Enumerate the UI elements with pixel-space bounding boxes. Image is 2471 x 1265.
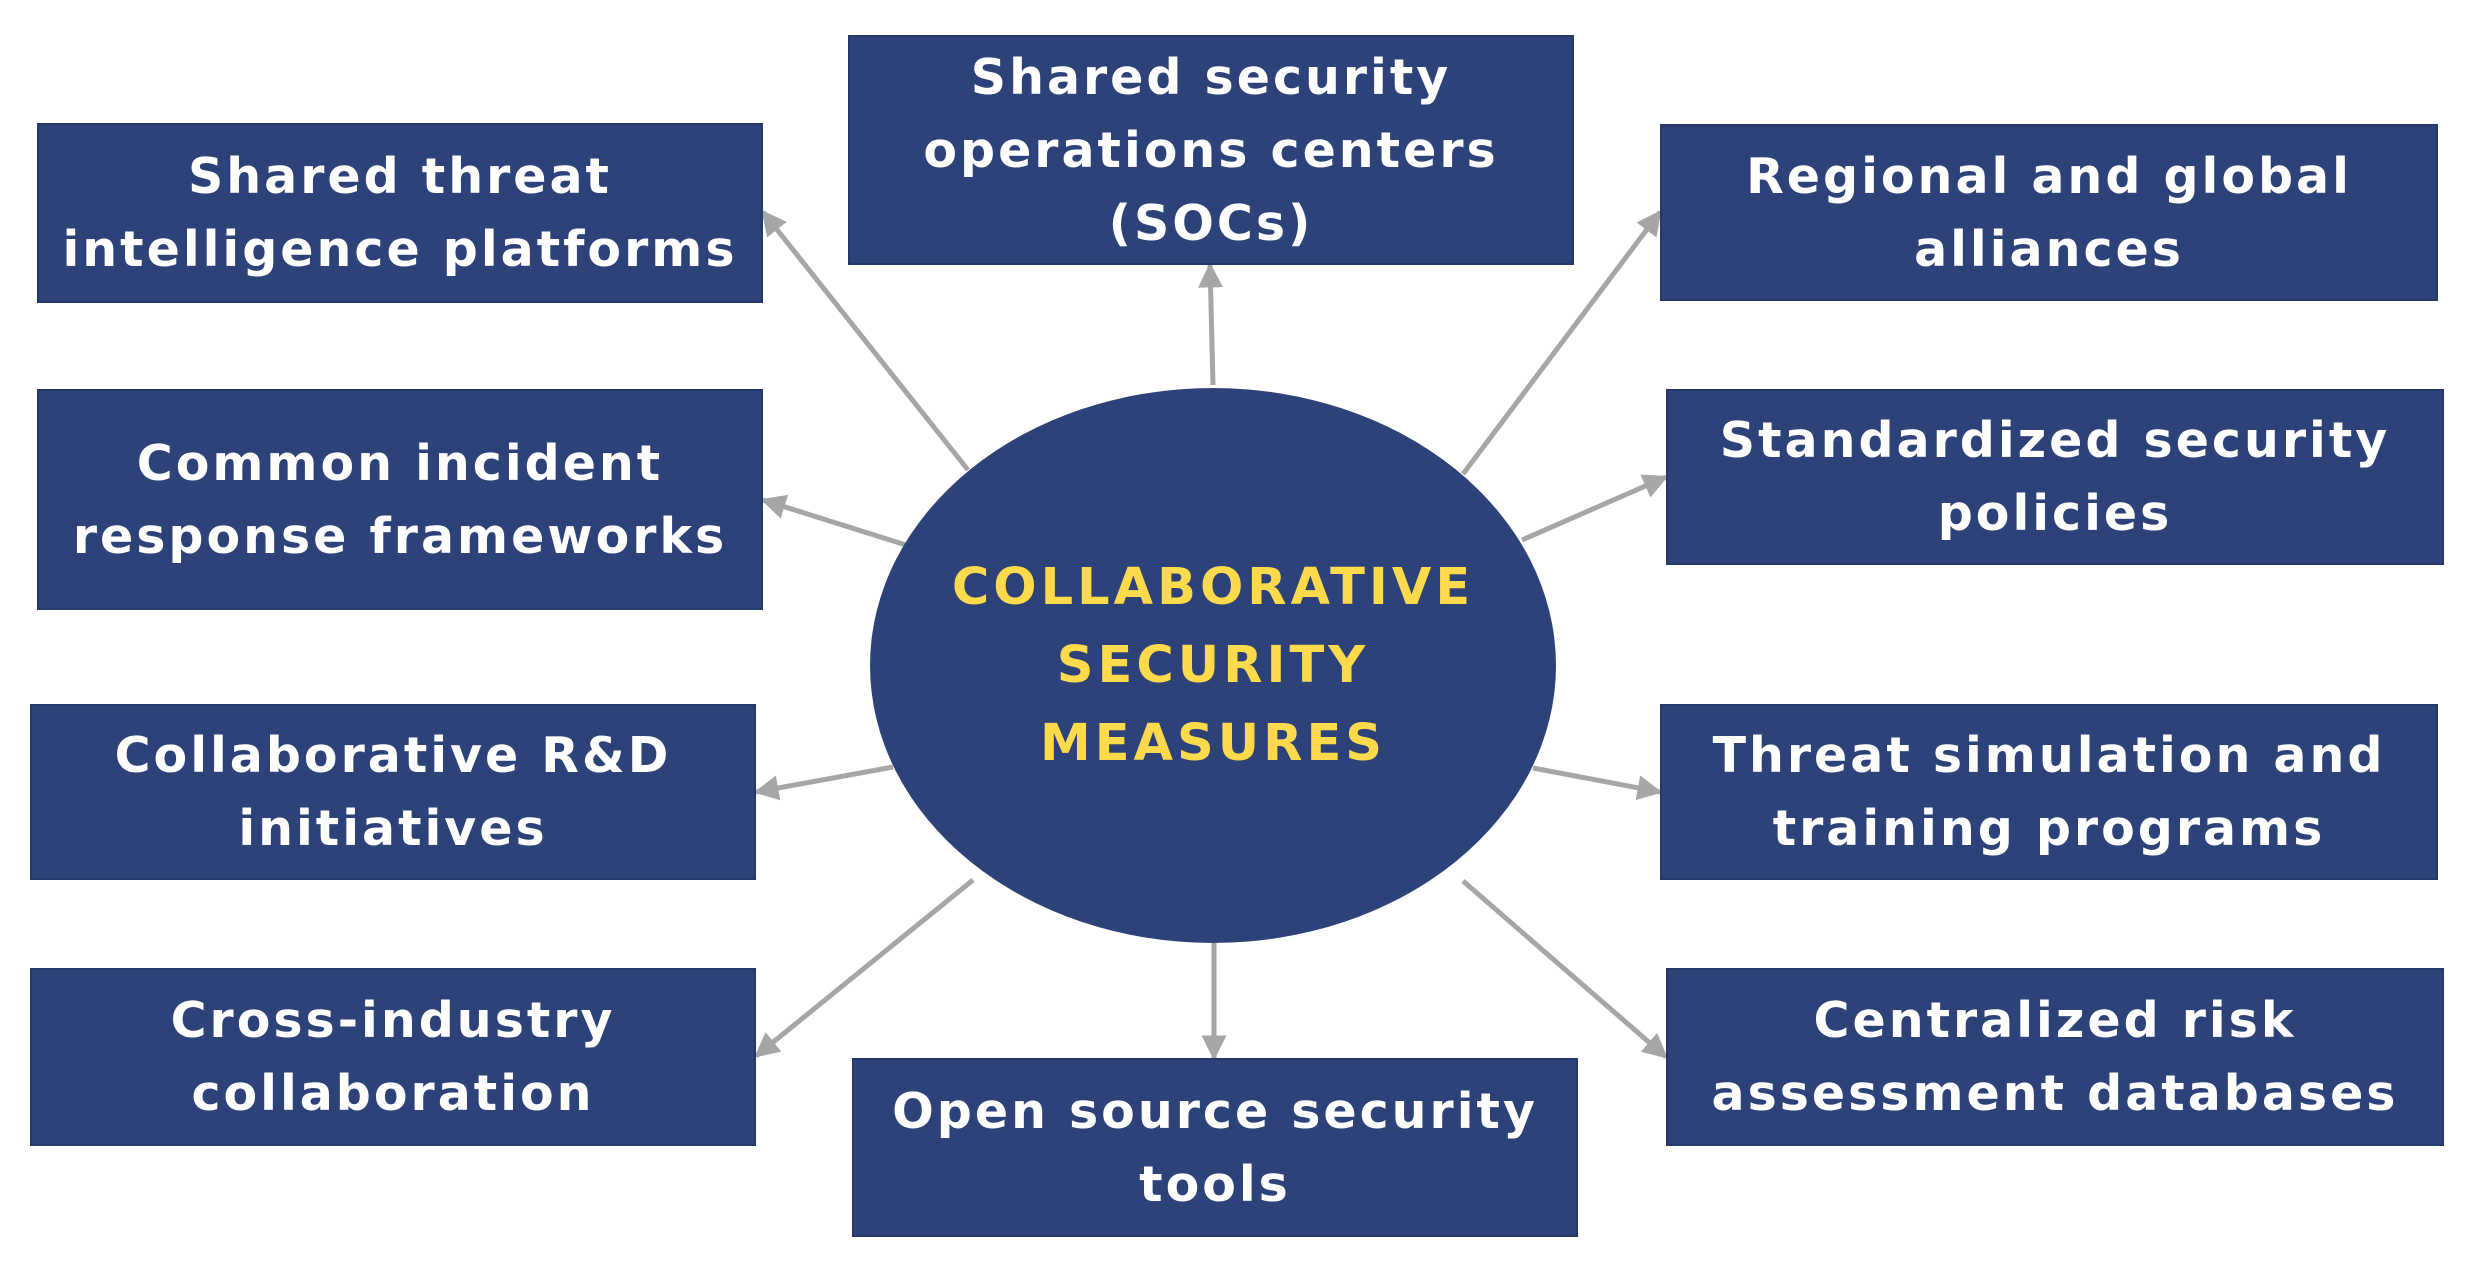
central-hub-ellipse: COLLABORATIVE SECURITY MEASURES [870, 388, 1556, 943]
node-label: Collaborative R&D initiatives [114, 727, 672, 857]
node-label: Standardized security policies [1719, 412, 2391, 542]
arrow-to-right-3 [1532, 765, 1663, 801]
node-cross-industry-collaboration: Cross-industry collaboration [30, 968, 756, 1146]
arrow-to-left-1 [761, 210, 970, 472]
node-label: Centralized risk assessment databases [1711, 992, 2399, 1122]
node-regional-global-alliances: Regional and global alliances [1660, 124, 2438, 301]
node-label: Cross-industry collaboration [170, 992, 616, 1122]
node-label: Open source security tools [892, 1082, 1538, 1213]
node-shared-socs: Shared security operations centers (SOCs… [848, 35, 1574, 265]
node-open-source-security-tools: Open source security tools [852, 1058, 1578, 1237]
node-label: Threat simulation and training programs [1712, 727, 2386, 857]
arrow-to-right-4 [1461, 879, 1668, 1059]
arrow-to-left-4 [754, 878, 975, 1058]
arrow-to-right-1 [1461, 210, 1662, 476]
node-collaborative-rnd: Collaborative R&D initiatives [30, 704, 756, 880]
arrow-to-top-center [1198, 262, 1224, 386]
hub-title: COLLABORATIVE SECURITY MEASURES [951, 557, 1475, 773]
node-label: Shared threat intelligence platforms [62, 148, 738, 278]
arrow-to-left-2 [760, 494, 907, 548]
arrow-to-right-2 [1520, 474, 1669, 543]
node-common-incident-response: Common incident response frameworks [37, 389, 763, 610]
node-threat-simulation-training: Threat simulation and training programs [1660, 704, 2438, 880]
arrow-to-left-3 [753, 764, 894, 801]
node-label: Regional and global alliances [1746, 147, 2352, 278]
node-shared-threat-intelligence: Shared threat intelligence platforms [37, 123, 763, 303]
node-centralized-risk-databases: Centralized risk assessment databases [1666, 968, 2444, 1146]
node-label: Shared security operations centers (SOCs… [923, 48, 1499, 252]
node-standardized-security-policies: Standardized security policies [1666, 389, 2444, 565]
node-label: Common incident response frameworks [72, 434, 728, 565]
